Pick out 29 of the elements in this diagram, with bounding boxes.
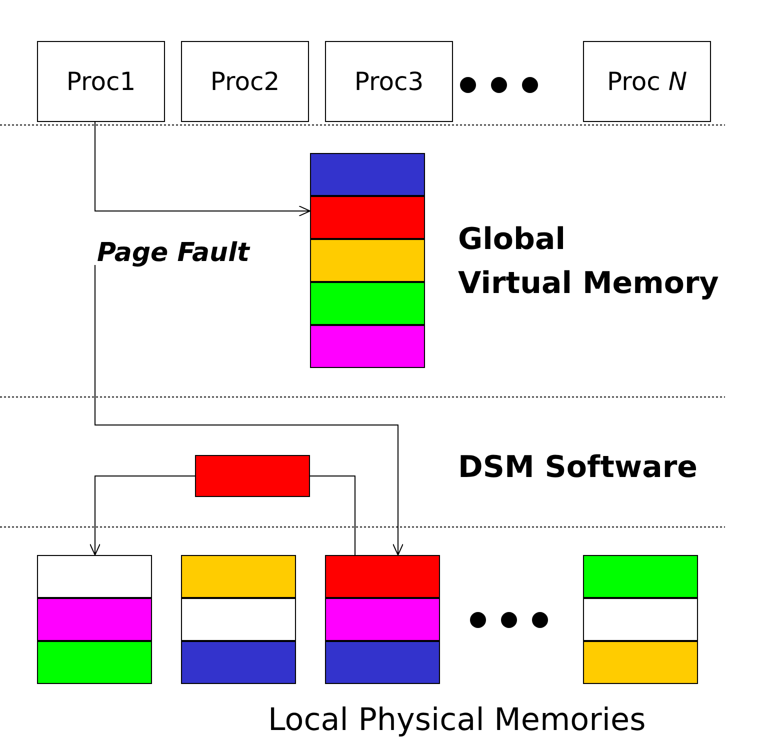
memory-page-block: [325, 598, 440, 641]
memory-page-block: [310, 325, 425, 368]
memory-page-block: [195, 455, 310, 497]
process-box: Proc3: [325, 41, 453, 122]
memory-page-block: [181, 598, 296, 641]
section-heading: DSM Software: [458, 450, 698, 485]
arrow: [94, 122, 310, 216]
memory-page-block: [583, 598, 698, 641]
section-heading: Local Physical Memories: [268, 702, 646, 738]
memory-page-block: [310, 153, 425, 196]
arrow: [94, 264, 404, 556]
memory-page-block: [37, 555, 152, 598]
memory-page-block: [37, 641, 152, 684]
memory-page-block: [181, 555, 296, 598]
process-box: Proc2: [181, 41, 309, 122]
section-heading: Global Virtual Memory: [458, 221, 719, 302]
memory-page-block: [37, 598, 152, 641]
process-box: Proc N: [583, 41, 711, 122]
memory-page-block: [310, 196, 425, 239]
memory-page-block: [583, 641, 698, 684]
memory-page-block: [310, 239, 425, 282]
memory-page-block: [583, 555, 698, 598]
memory-page-block: [310, 282, 425, 325]
process-box: Proc1: [37, 41, 165, 122]
memory-page-block: [325, 641, 440, 684]
arrow: [90, 476, 196, 556]
memory-page-block: [325, 555, 440, 598]
memory-page-block: [181, 641, 296, 684]
edge-label: Page Fault: [97, 238, 250, 268]
